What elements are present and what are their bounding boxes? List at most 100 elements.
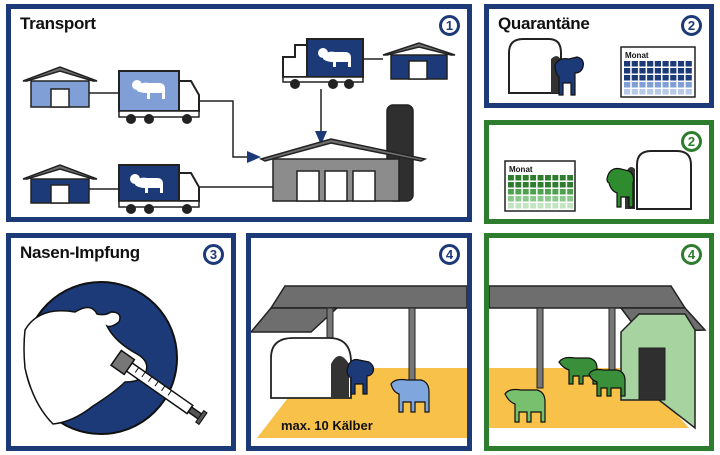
- calendar-day-cell: [530, 196, 537, 202]
- calendar-day-cell: [522, 175, 529, 181]
- panel-nasal-vaccination: Nasen-Impfung 3: [6, 233, 236, 451]
- calf-icon: [606, 167, 635, 208]
- group-pen-green-illustration: [489, 285, 707, 430]
- calendar-day-cell: [624, 68, 631, 74]
- calendar-day-cell: [537, 203, 544, 209]
- transport-illustration: [22, 38, 456, 214]
- calendar-day-cell: [552, 189, 559, 195]
- group-pen-illustration: [251, 285, 467, 438]
- calendar-day-cell: [515, 203, 522, 209]
- calendar-day-cell: [537, 189, 544, 195]
- panel-quarantine: Quarantäne 2 Monat: [484, 4, 714, 108]
- calendar-day-cell: [639, 82, 646, 88]
- calendar-day-cell: [522, 196, 529, 202]
- calendar-day-cell: [515, 182, 522, 188]
- calendar-day-cell: [639, 61, 646, 67]
- calendar-day-cell: [677, 89, 685, 95]
- calendar-day-cell: [552, 203, 559, 209]
- calendar-day-cell: [545, 196, 551, 202]
- calendar-day-cell: [677, 61, 685, 67]
- calendar-day-cell: [654, 61, 661, 67]
- capacity-caption: max. 10 Kälber: [281, 418, 373, 433]
- calendar-day-cell: [677, 75, 685, 81]
- calendar-day-cell: [545, 189, 551, 195]
- step-number-badge: 2: [681, 131, 702, 152]
- calendar-day-cell: [685, 82, 692, 88]
- panel-group-pen-green: 4: [484, 233, 714, 451]
- calendar-day-cell: [624, 89, 631, 95]
- calendar-day-cell: [647, 75, 654, 81]
- calendar-day-cell: [515, 189, 522, 195]
- calendar-day-cell: [685, 61, 692, 67]
- green-barn-wall: [620, 313, 696, 430]
- calendar-day-cell: [508, 189, 514, 195]
- calendar-day-cell: [552, 175, 559, 181]
- calendar-day-cell: [559, 196, 566, 202]
- calendar-day-cell: [685, 75, 692, 81]
- calendar-day-cell: [677, 68, 685, 74]
- panel-quarantine-green: 2 Monat: [484, 120, 714, 224]
- panel-title: Transport: [20, 14, 96, 33]
- calendar-day-cell: [537, 182, 544, 188]
- calendar-day-cell: [685, 89, 692, 95]
- step-number-badge: 4: [681, 244, 702, 265]
- calendar-day-cell: [647, 68, 654, 74]
- calendar-day-cell: [552, 196, 559, 202]
- calendar-day-cell: [537, 196, 544, 202]
- calendar-day-cell: [647, 82, 654, 88]
- calf-head-icon: [23, 306, 148, 425]
- calf-icon: [554, 56, 584, 96]
- calendar-day-cell: [508, 182, 514, 188]
- calendar-day-cell: [631, 68, 638, 74]
- calendar-day-cell: [654, 75, 661, 81]
- calendar-day-cell: [522, 203, 529, 209]
- calendar-day-cell: [670, 82, 677, 88]
- truck-icon: [118, 70, 200, 124]
- truck-icon: [282, 38, 364, 89]
- calendar-day-cell: [522, 189, 529, 195]
- panel-title: Quarantäne: [498, 14, 590, 33]
- calf-icon: [390, 378, 430, 413]
- calendar-day-cell: [631, 89, 638, 95]
- calendar-day-cell: [515, 196, 522, 202]
- calf-icon: [558, 356, 598, 385]
- step-number-badge: 1: [439, 15, 460, 36]
- calendar-day-cell: [662, 61, 669, 67]
- step-number-badge: 2: [681, 15, 702, 36]
- calendar-day-cell: [545, 203, 551, 209]
- calendar-day-cell: [624, 82, 631, 88]
- calendar-day-cell: [654, 82, 661, 88]
- calendar-day-cell: [530, 182, 537, 188]
- calendar-day-cell: [662, 68, 669, 74]
- calendar-day-cell: [567, 196, 574, 202]
- quarantine-green-illustration: Monat: [504, 150, 692, 212]
- calf-icon: [346, 358, 375, 395]
- calf-hutch-icon: [625, 150, 692, 210]
- small-barn-icon: [22, 164, 98, 204]
- calendar-day-cell: [522, 182, 529, 188]
- calendar-day-cell: [508, 203, 514, 209]
- step-number-badge: 3: [203, 244, 224, 265]
- calendar-label: Monat: [625, 51, 649, 60]
- calendar-day-cell: [685, 68, 692, 74]
- calendar-day-cell: [624, 75, 631, 81]
- calendar-day-cell: [670, 75, 677, 81]
- syringe-icon: [109, 349, 208, 426]
- calendar-day-cell: [537, 175, 544, 181]
- panel-title: Nasen-Impfung: [20, 243, 140, 262]
- calendar-day-cell: [515, 175, 522, 181]
- panel-group-pen: 4 max. 10 Kälber: [246, 233, 472, 451]
- calendar-day-cell: [559, 182, 566, 188]
- truck-icon: [118, 164, 200, 214]
- calendar-day-cell: [530, 175, 537, 181]
- calendar-day-cell: [508, 175, 514, 181]
- calendar-day-cell: [559, 203, 566, 209]
- calendar-day-cell: [631, 75, 638, 81]
- calendar-day-cell: [567, 175, 574, 181]
- calendar-day-cell: [631, 61, 638, 67]
- calendar-day-cell: [662, 89, 669, 95]
- calf-icon: [588, 368, 626, 397]
- calendar-day-cell: [552, 182, 559, 188]
- calendar-day-cell: [508, 196, 514, 202]
- calendar-day-cell: [639, 68, 646, 74]
